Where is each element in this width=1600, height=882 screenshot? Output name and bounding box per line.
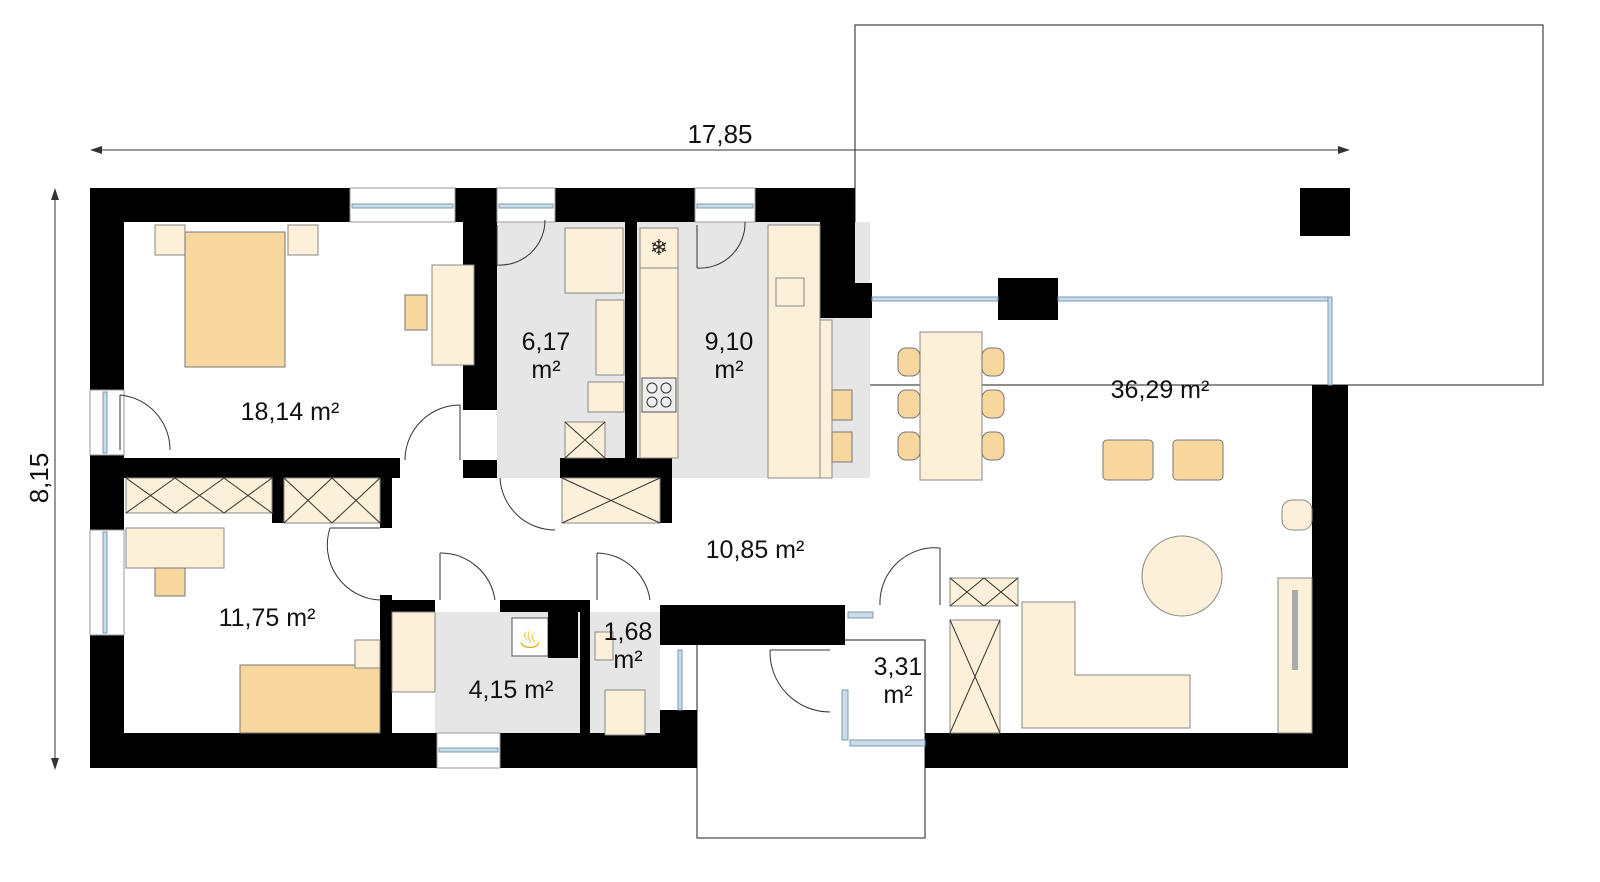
kitchen-island (767, 224, 821, 479)
flame-icon: ♨ (518, 624, 541, 654)
coffee-table (1141, 535, 1223, 617)
height-label: 8,15 (24, 453, 54, 504)
wc-area: 1,68 (604, 618, 653, 646)
wc-area-unit: m² (613, 646, 642, 674)
armchair (1102, 439, 1154, 481)
chair (404, 294, 428, 331)
desk-2 (125, 527, 225, 569)
double-bed (184, 231, 286, 368)
terrace-outline (854, 24, 1544, 386)
sofa (1021, 601, 1191, 729)
kitchen-area: 9,10 (705, 328, 754, 356)
armchair (1172, 439, 1224, 481)
bedroom-area: 18,14 m² (241, 398, 340, 426)
boiler-area: 4,15 m² (469, 676, 554, 704)
bathroom-area-unit: m² (531, 356, 560, 384)
snowflake-icon: ❄ (650, 235, 668, 260)
wardrobe (125, 477, 381, 524)
shower (564, 227, 624, 294)
dining-table (919, 331, 983, 481)
kitchen-counter (639, 267, 679, 459)
bathtub (595, 299, 625, 376)
height-dimension: 8,15 (24, 188, 59, 770)
living-area: 36,29 m² (1111, 376, 1210, 404)
room2-area: 11,75 m² (219, 604, 316, 632)
cooktop-icon (641, 377, 677, 413)
vestibule-area: 3,31 (874, 653, 923, 681)
chair-2 (154, 567, 186, 597)
furniture: ❄ ♨ (125, 224, 1313, 736)
toilet (604, 689, 646, 736)
washbasin (587, 381, 625, 413)
bathroom-area: 6,17 (522, 328, 571, 356)
kitchen-area-unit: m² (714, 356, 743, 384)
vestibule-area-unit: m² (883, 681, 912, 709)
walls (90, 188, 1350, 768)
doors (119, 219, 941, 713)
hall-area: 10,85 m² (706, 536, 805, 564)
width-dimension: 17,85 (90, 119, 1350, 154)
width-label: 17,85 (687, 119, 752, 149)
windows (89, 187, 1333, 769)
single-bed (239, 664, 381, 734)
desk (431, 264, 475, 366)
